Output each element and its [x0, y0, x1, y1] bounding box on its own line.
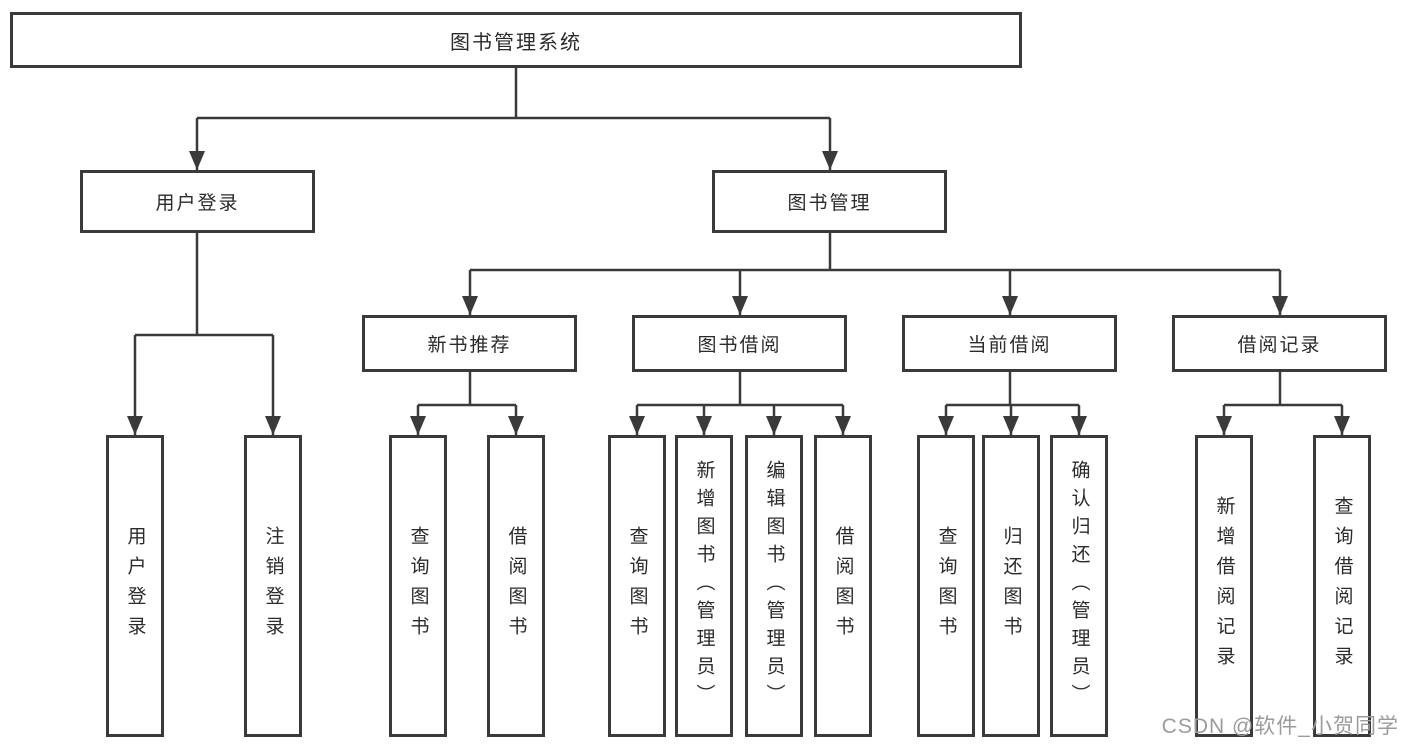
- node-label: 新书推荐: [427, 335, 512, 356]
- node-label: 当前借阅: [967, 335, 1052, 356]
- leaf-logout-login: 注销登录: [244, 435, 302, 737]
- node-label: 图书管理: [787, 193, 872, 214]
- node-label: 图书管理系统: [450, 31, 582, 54]
- node-book-borrow: 图书借阅: [632, 315, 847, 372]
- leaf-label: 编辑图书（管理员）: [763, 460, 785, 712]
- node-borrow-records: 借阅记录: [1172, 315, 1387, 372]
- leaf-cb-confirm-return-admin: 确认归还（管理员）: [1050, 435, 1108, 737]
- node-book-management: 图书管理: [712, 170, 947, 233]
- leaf-label: 归还图书: [1000, 526, 1022, 646]
- leaf-label: 查询图书: [626, 526, 648, 646]
- leaf-bb-edit-book-admin: 编辑图书（管理员）: [745, 435, 803, 737]
- leaf-cb-return-book: 归还图书: [982, 435, 1040, 737]
- leaf-label: 新增图书（管理员）: [693, 460, 715, 712]
- leaf-br-add-record: 新增借阅记录: [1195, 435, 1253, 737]
- leaf-bb-query-book: 查询图书: [608, 435, 666, 737]
- leaf-label: 查询借阅记录: [1331, 496, 1353, 676]
- leaf-label: 注销登录: [262, 526, 284, 646]
- leaf-br-query-record: 查询借阅记录: [1313, 435, 1371, 737]
- leaf-nbr-query-book: 查询图书: [389, 435, 447, 737]
- leaf-label: 确认归还（管理员）: [1068, 460, 1090, 712]
- leaf-label: 新增借阅记录: [1213, 496, 1235, 676]
- node-library-system: 图书管理系统: [10, 12, 1022, 68]
- leaf-label: 查询图书: [935, 526, 957, 646]
- leaf-user-login: 用户登录: [106, 435, 164, 737]
- node-user-login: 用户登录: [80, 170, 315, 233]
- leaf-nbr-borrow-book: 借阅图书: [487, 435, 545, 737]
- csdn-watermark: CSDN @软件_小贺同学: [1161, 715, 1399, 738]
- leaf-cb-query-book: 查询图书: [917, 435, 975, 737]
- node-label: 借阅记录: [1237, 335, 1322, 356]
- leaf-bb-add-book-admin: 新增图书（管理员）: [675, 435, 733, 737]
- leaf-label: 借阅图书: [505, 526, 527, 646]
- leaf-label: 查询图书: [407, 526, 429, 646]
- leaf-bb-borrow-book: 借阅图书: [814, 435, 872, 737]
- leaf-label: 借阅图书: [832, 526, 854, 646]
- node-label: 用户登录: [155, 193, 240, 214]
- leaf-label: 用户登录: [124, 526, 146, 646]
- node-new-book-recommend: 新书推荐: [362, 315, 577, 372]
- node-label: 图书借阅: [697, 335, 782, 356]
- node-current-borrow: 当前借阅: [902, 315, 1117, 372]
